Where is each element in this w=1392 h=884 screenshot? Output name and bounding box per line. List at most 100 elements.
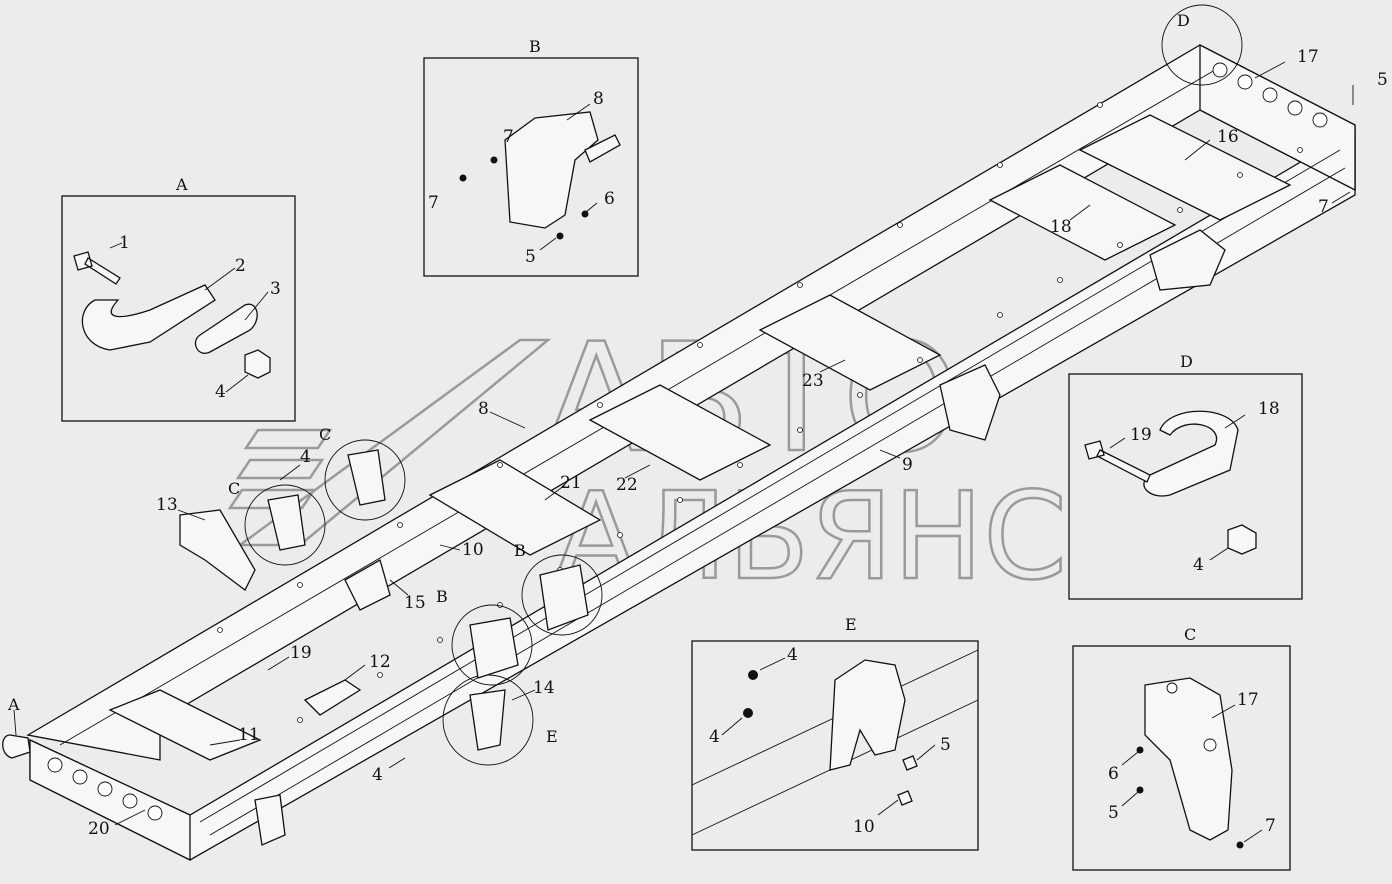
label-8: 8 <box>478 399 489 419</box>
leader-lines <box>13 61 1354 826</box>
label-17: 17 <box>1297 47 1319 67</box>
callout-C-1: C <box>319 425 331 444</box>
spring-bracket-front <box>254 794 286 846</box>
E-label-5: 5 <box>940 735 951 755</box>
C-bolt-5 <box>1136 786 1144 794</box>
detail-view-A: A 1 2 3 4 <box>61 175 296 422</box>
label-20: 20 <box>88 819 110 839</box>
C-label-6: 6 <box>1108 764 1119 784</box>
C-label-5: 5 <box>1108 803 1119 823</box>
bracket-B1 <box>539 564 589 631</box>
B-tube <box>584 134 621 163</box>
C-bolt-6 <box>1136 746 1144 754</box>
bracket-C1 <box>347 449 386 506</box>
main-labels: 17 5 7 16 18 23 8 9 21 22 4 13 10 15 19 … <box>7 11 1388 839</box>
A-nut-4 <box>244 349 271 379</box>
front-crossmember <box>29 738 191 862</box>
detail-view-E: E 4 4 5 10 <box>691 615 979 851</box>
B-bolt-6 <box>581 210 589 218</box>
E-label-4a: 4 <box>787 645 798 665</box>
A-label-2: 2 <box>235 256 246 276</box>
bracket-14 <box>469 689 506 751</box>
D-label-4: 4 <box>1193 555 1204 575</box>
C-label-17: 17 <box>1237 690 1259 710</box>
label-16: 16 <box>1217 127 1239 147</box>
C-label-7: 7 <box>1265 816 1276 836</box>
C-nut-7 <box>1236 841 1244 849</box>
B-label-7b: 7 <box>428 193 439 213</box>
callout-circle-C2 <box>244 484 326 566</box>
callout-circle-B2 <box>451 604 533 686</box>
callout-circle-B1 <box>521 554 603 636</box>
A-label-4: 4 <box>215 382 226 402</box>
E-bolt-5 <box>902 755 918 771</box>
A-bolt-1 <box>73 251 121 285</box>
callout-E: E <box>546 727 558 746</box>
D-hook-18 <box>1143 410 1239 497</box>
view-B-title: B <box>529 37 541 56</box>
label-4-main-a: 4 <box>300 447 311 467</box>
view-E-title: E <box>845 615 857 634</box>
callout-C-2: C <box>228 479 240 498</box>
label-13: 13 <box>156 495 178 515</box>
crossmember-18 <box>988 164 1177 261</box>
label-11: 11 <box>238 725 260 745</box>
A-link-3 <box>194 303 258 354</box>
label-15: 15 <box>404 593 426 613</box>
D-label-19: 19 <box>1130 425 1152 445</box>
crossmember-16 <box>1078 114 1292 221</box>
label-23: 23 <box>802 371 824 391</box>
rear-end-holes <box>1212 62 1328 128</box>
label-18: 18 <box>1050 217 1072 237</box>
E-label-4b: 4 <box>709 727 720 747</box>
spring-bracket-9 <box>939 364 1001 441</box>
A-label-3: 3 <box>270 279 281 299</box>
label-12: 12 <box>369 652 391 672</box>
A-hook-2 <box>81 284 216 351</box>
B-bolt-7b <box>459 174 467 182</box>
view-D-title: D <box>1180 352 1193 371</box>
view-A-title: A <box>175 175 188 194</box>
B-label-5: 5 <box>525 247 536 267</box>
label-4-main-b: 4 <box>372 765 383 785</box>
crossmember-23 <box>758 294 942 391</box>
E-bracket <box>829 659 906 771</box>
D-label-18: 18 <box>1258 399 1280 419</box>
crossmember-21 <box>428 459 602 556</box>
B-label-7a: 7 <box>503 127 514 147</box>
D-bolt-19 <box>1084 440 1151 483</box>
callout-circle-D <box>1161 4 1243 86</box>
callout-B-2: B <box>436 587 448 606</box>
rail-inner-line-2 <box>199 149 1341 823</box>
B-label-8: 8 <box>593 89 604 109</box>
crossmember-22 <box>588 384 772 481</box>
detail-view-C: C 17 6 5 7 <box>1072 625 1291 871</box>
callout-B-1: B <box>514 541 526 560</box>
B-label-6: 6 <box>604 189 615 209</box>
E-nut-4b <box>743 708 753 718</box>
label-10: 10 <box>462 540 484 560</box>
part-15-bracket <box>344 559 391 611</box>
part-12-plate <box>303 679 362 716</box>
E-bolt-10 <box>897 790 913 806</box>
C-bracket-17 <box>1144 677 1233 841</box>
view-C-title: C <box>1184 625 1196 644</box>
label-22: 22 <box>616 475 638 495</box>
label-14: 14 <box>533 678 555 698</box>
label-9: 9 <box>902 455 913 475</box>
rail-inner-line-3 <box>209 167 1346 836</box>
callout-circle-C1 <box>324 439 406 521</box>
B-bolt-7a <box>490 156 498 164</box>
A-label-1: 1 <box>119 233 130 253</box>
bracket-C2 <box>267 494 306 551</box>
label-19: 19 <box>290 643 312 663</box>
bracket-B2 <box>469 617 519 679</box>
E-label-10: 10 <box>853 817 875 837</box>
detail-view-B: B 8 7 7 6 5 <box>423 37 639 277</box>
detail-view-D: D 18 19 4 <box>1068 352 1303 600</box>
front-end-holes <box>47 757 163 821</box>
callout-D: D <box>1177 11 1190 30</box>
callout-circles <box>179 4 1243 766</box>
part-13-bracket <box>179 509 256 591</box>
